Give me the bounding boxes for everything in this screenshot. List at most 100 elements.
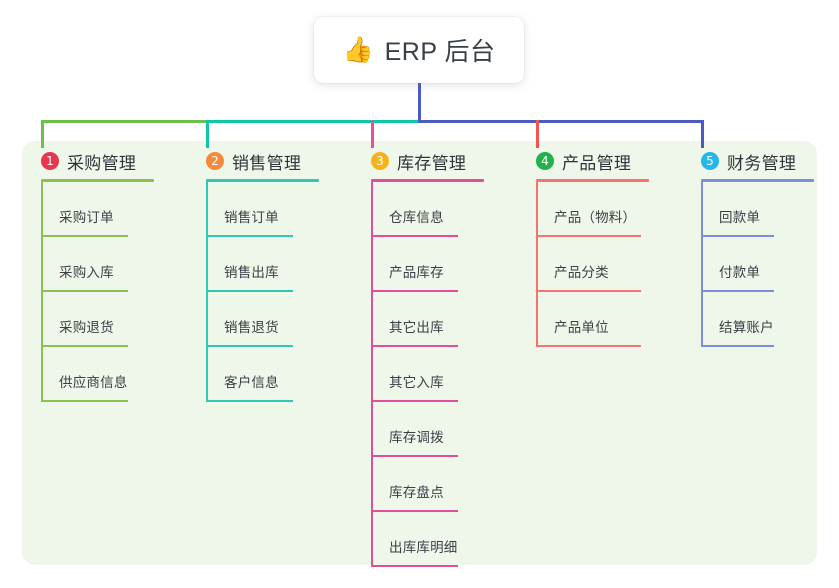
root-node-content: 👍 ERP 后台 [342, 32, 495, 68]
leaf-label: 产品单位 [554, 320, 609, 335]
list-item[interactable]: 其它出库 [371, 292, 484, 347]
list-item[interactable]: 采购退货 [41, 292, 154, 347]
root-node-card[interactable]: 👍 ERP 后台 [314, 17, 524, 83]
leaf-stem [371, 182, 373, 237]
column-finance: 5 财务管理回款单付款单结算账户 [701, 148, 814, 347]
leaf-label: 产品库存 [389, 265, 444, 280]
list-item[interactable]: 回款单 [701, 182, 814, 237]
leaf-underline [536, 290, 641, 292]
column-header-finance[interactable]: 5 财务管理 [701, 148, 814, 174]
leaf-label: 采购订单 [59, 210, 114, 225]
list-item[interactable]: 其它入库 [371, 347, 484, 402]
list-item[interactable]: 付款单 [701, 237, 814, 292]
leaf-stem [536, 292, 538, 347]
number-badge-purchase: 1 [41, 152, 59, 170]
leaf-label: 客户信息 [224, 375, 279, 390]
column-rule-finance [701, 179, 814, 182]
list-item[interactable]: 销售退货 [206, 292, 319, 347]
leaf-underline [536, 235, 641, 237]
leaf-list-inventory: 仓库信息产品库存其它出库其它入库库存调拨库存盘点出库库明细 [371, 182, 484, 567]
leaf-underline [206, 345, 293, 347]
leaf-stem [371, 292, 373, 347]
column-title-inventory: 库存管理 [397, 153, 467, 173]
leaf-label: 销售退货 [224, 320, 279, 335]
leaf-stem [371, 402, 373, 457]
list-item[interactable]: 产品（物料） [536, 182, 649, 237]
column-purchase: 1 采购管理采购订单采购入库采购退货供应商信息 [41, 148, 154, 402]
leaf-label: 出库库明细 [389, 540, 458, 555]
connector-drop-purchase [41, 120, 44, 148]
list-item[interactable]: 仓库信息 [371, 182, 484, 237]
list-item[interactable]: 客户信息 [206, 347, 319, 402]
leaf-stem [41, 182, 43, 237]
leaf-underline [701, 290, 774, 292]
column-title-sales: 销售管理 [232, 153, 302, 173]
thumbs-up-icon: 👍 [342, 35, 374, 64]
leaf-stem [536, 237, 538, 292]
leaf-stem [701, 182, 703, 237]
list-item[interactable]: 采购订单 [41, 182, 154, 237]
column-title-finance: 财务管理 [727, 153, 797, 173]
leaf-underline [371, 565, 458, 567]
list-item[interactable]: 库存调拨 [371, 402, 484, 457]
list-item[interactable]: 出库库明细 [371, 512, 484, 567]
list-item[interactable]: 产品库存 [371, 237, 484, 292]
list-item[interactable]: 销售出库 [206, 237, 319, 292]
leaf-label: 产品（物料） [554, 210, 637, 225]
column-product: 4 产品管理产品（物料） 产品分类产品单位 [536, 148, 649, 347]
leaf-stem [371, 512, 373, 567]
list-item[interactable]: 产品分类 [536, 237, 649, 292]
leaf-label: 付款单 [719, 265, 761, 280]
number-badge-finance: 5 [701, 152, 719, 170]
column-header-purchase[interactable]: 1 采购管理 [41, 148, 154, 174]
list-item[interactable]: 库存盘点 [371, 457, 484, 512]
connector-drop-sales [206, 120, 209, 148]
column-sales: 2 销售管理销售订单销售出库销售退货客户信息 [206, 148, 319, 402]
leaf-label: 供应商信息 [59, 375, 128, 390]
leaf-underline [41, 345, 128, 347]
leaf-stem [536, 182, 538, 237]
connector-bar-teal [206, 120, 418, 123]
column-rule-inventory [371, 179, 484, 182]
number-badge-sales: 2 [206, 152, 224, 170]
leaf-underline [206, 235, 293, 237]
column-header-sales[interactable]: 2 销售管理 [206, 148, 319, 174]
column-rule-purchase [41, 179, 154, 182]
list-item[interactable]: 采购入库 [41, 237, 154, 292]
leaf-underline [371, 345, 458, 347]
number-badge-product: 4 [536, 152, 554, 170]
leaf-underline [371, 510, 458, 512]
connector-drop-inventory [371, 120, 374, 148]
leaf-stem [206, 182, 208, 237]
diagram-panel [22, 141, 817, 565]
leaf-label: 其它入库 [389, 375, 444, 390]
leaf-stem [371, 237, 373, 292]
leaf-stem [701, 292, 703, 347]
leaf-label: 库存盘点 [389, 485, 444, 500]
leaf-underline [371, 235, 458, 237]
column-title-product: 产品管理 [562, 153, 632, 173]
leaf-underline [41, 400, 128, 402]
leaf-underline [371, 455, 458, 457]
leaf-label: 采购退货 [59, 320, 114, 335]
leaf-label: 销售订单 [224, 210, 279, 225]
leaf-underline [371, 290, 458, 292]
leaf-list-product: 产品（物料） 产品分类产品单位 [536, 182, 649, 347]
leaf-underline [701, 235, 774, 237]
leaf-underline [41, 290, 128, 292]
list-item[interactable]: 产品单位 [536, 292, 649, 347]
leaf-underline [206, 400, 293, 402]
leaf-underline [536, 345, 641, 347]
list-item[interactable]: 供应商信息 [41, 347, 154, 402]
column-title-purchase: 采购管理 [67, 153, 137, 173]
leaf-label: 回款单 [719, 210, 761, 225]
leaf-stem [206, 292, 208, 347]
list-item[interactable]: 结算账户 [701, 292, 814, 347]
column-rule-sales [206, 179, 319, 182]
list-item[interactable]: 销售订单 [206, 182, 319, 237]
column-header-product[interactable]: 4 产品管理 [536, 148, 649, 174]
connector-bar-blue [418, 120, 704, 123]
